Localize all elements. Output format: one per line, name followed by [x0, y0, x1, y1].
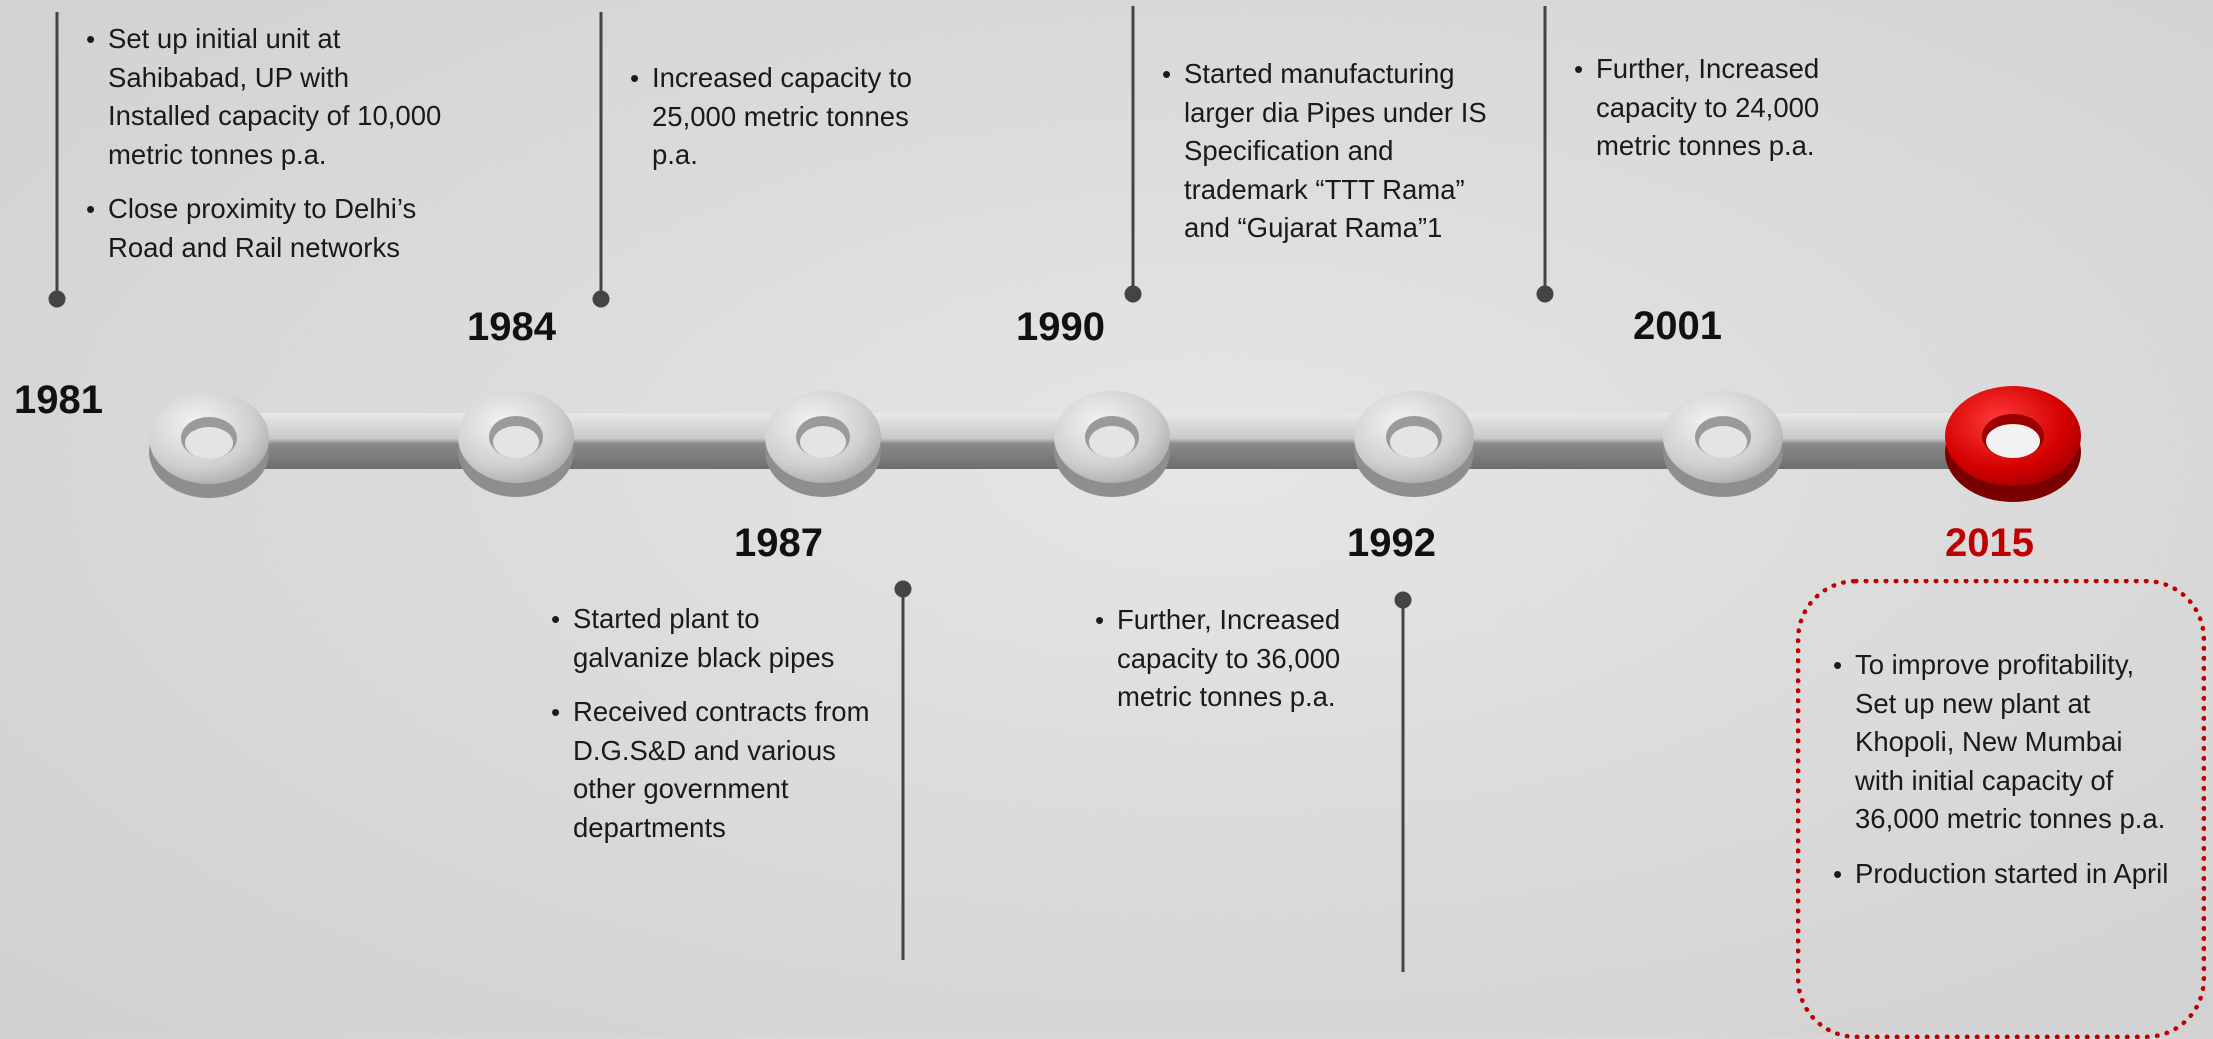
ring-1984 [458, 391, 574, 497]
note-1984-1: Increased capacity to 25,000 metric tonn… [630, 59, 920, 175]
ring-1987 [765, 391, 881, 497]
connector-dot-1992 [1394, 591, 1412, 609]
notes-2001: Further, Increased capacity to 24,000 me… [1574, 50, 1884, 182]
notes-1984: Increased capacity to 25,000 metric tonn… [630, 59, 920, 191]
note-1981-1: Set up initial unit at Sahibabad, UP wit… [86, 20, 456, 174]
note-1981-2: Close proximity to Delhi’s Road and Rail… [86, 190, 456, 267]
note-2015-2: Production started in April [1833, 855, 2178, 894]
ring-2015 [1945, 386, 2081, 502]
note-2015-1: To improve profitability, Set up new pla… [1833, 646, 2178, 839]
timeline-rings [149, 386, 2081, 502]
connector-lines [48, 6, 1554, 972]
ring-1981 [149, 392, 269, 498]
note-1987-2: Received contracts from D.G.S&D and vari… [551, 693, 871, 847]
ring-1990 [1054, 391, 1170, 497]
notes-1992: Further, Increased capacity to 36,000 me… [1095, 601, 1395, 733]
ring-1992 [1354, 391, 1474, 497]
notes-1981: Set up initial unit at Sahibabad, UP wit… [86, 20, 456, 283]
connector-dot-1984 [592, 290, 610, 308]
connector-dot-1987 [894, 580, 912, 598]
notes-2015: To improve profitability, Set up new pla… [1833, 646, 2178, 909]
year-2015: 2015 [1945, 521, 2034, 565]
ring-2001 [1663, 391, 1783, 497]
connector-dot-2001 [1536, 285, 1554, 303]
note-1992-1: Further, Increased capacity to 36,000 me… [1095, 601, 1395, 717]
note-1987-1: Started plant to galvanize black pipes [551, 600, 871, 677]
notes-1987: Started plant to galvanize black pipes R… [551, 600, 871, 863]
year-1984: 1984 [467, 305, 556, 349]
note-1990-1: Started manufacturing larger dia Pipes u… [1162, 55, 1502, 248]
year-1990: 1990 [1016, 305, 1105, 349]
year-1987: 1987 [734, 521, 823, 565]
connector-dot-1981 [48, 290, 66, 308]
year-1992: 1992 [1347, 521, 1436, 565]
year-1981: 1981 [14, 378, 103, 422]
notes-1990: Started manufacturing larger dia Pipes u… [1162, 55, 1502, 264]
connector-dot-1990 [1124, 285, 1142, 303]
year-2001: 2001 [1633, 304, 1722, 348]
note-2001-1: Further, Increased capacity to 24,000 me… [1574, 50, 1884, 166]
